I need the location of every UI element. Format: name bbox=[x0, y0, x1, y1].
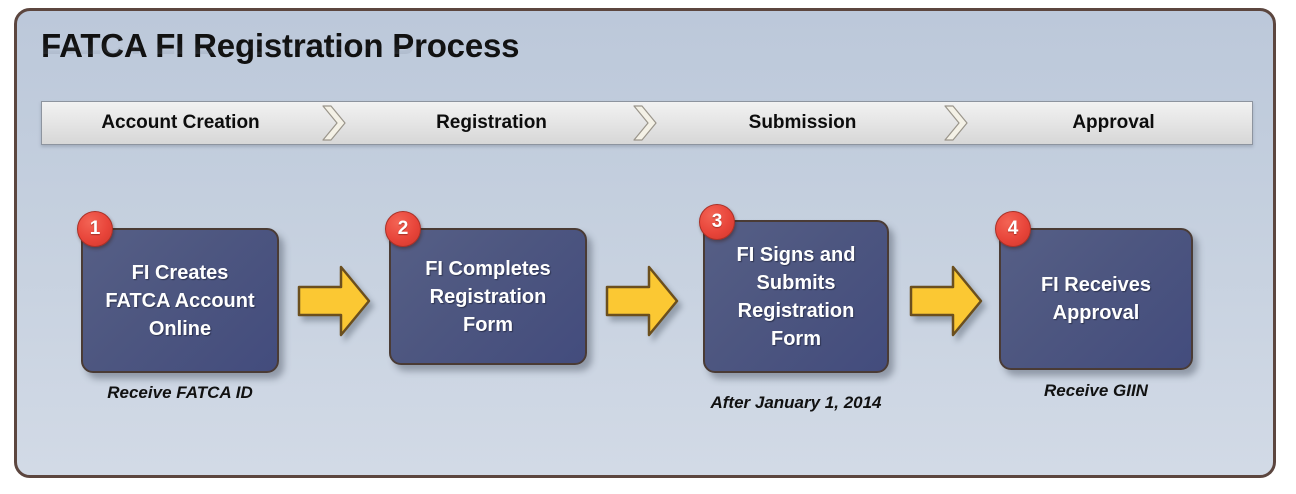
step-number-badge-3: 3 bbox=[699, 204, 735, 240]
stage-submission[interactable]: Submission bbox=[664, 102, 941, 144]
page-title: FATCA FI Registration Process bbox=[41, 27, 520, 64]
step-caption-4: Receive GIIN bbox=[1044, 381, 1148, 400]
page-title-block: FATCA FI Registration Process FATCA FI R… bbox=[41, 25, 519, 89]
double-chevron-right-icon bbox=[630, 102, 664, 144]
page-title-reflection: FATCA FI Registration Process bbox=[41, 37, 520, 61]
step-caption-3: After January 1, 2014 bbox=[710, 393, 882, 412]
stage-account-creation[interactable]: Account Creation bbox=[42, 102, 319, 144]
stage-label: Registration bbox=[436, 112, 547, 133]
stage-registration[interactable]: Registration bbox=[353, 102, 630, 144]
step-caption-1: Receive FATCA ID bbox=[107, 383, 253, 402]
step-number-badge-1: 1 bbox=[77, 211, 113, 247]
diagram-frame: FATCA FI Registration Process FATCA FI R… bbox=[14, 8, 1276, 478]
stage-approval[interactable]: Approval bbox=[975, 102, 1252, 144]
double-chevron-right-icon bbox=[941, 102, 975, 144]
stage-bar: Account Creation Registration Submission bbox=[41, 101, 1253, 145]
right-block-arrow-icon-3 bbox=[907, 259, 985, 343]
right-block-arrow-icon-2 bbox=[603, 259, 681, 343]
right-block-arrow-icon-1 bbox=[295, 259, 373, 343]
step-number-badge-4: 4 bbox=[995, 211, 1031, 247]
double-chevron-right-icon bbox=[319, 102, 353, 144]
stage-label: Approval bbox=[1072, 112, 1155, 133]
stage-label: Account Creation bbox=[101, 112, 260, 133]
stage-label: Submission bbox=[748, 112, 857, 133]
step-number-badge-2: 2 bbox=[385, 211, 421, 247]
